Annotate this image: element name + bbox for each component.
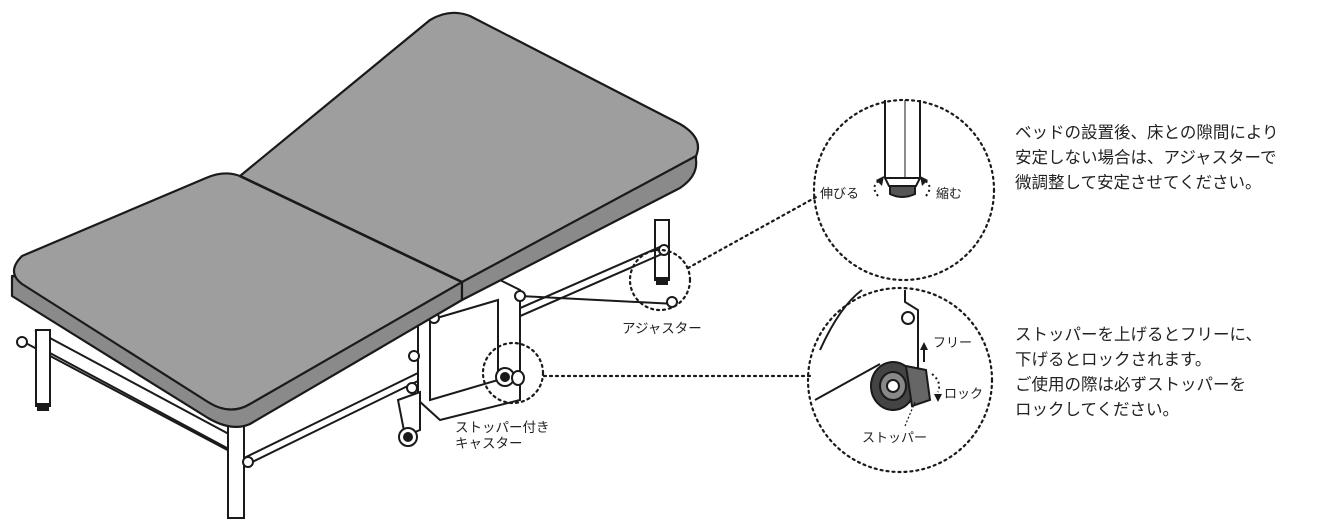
adjuster-zoom-circle bbox=[812, 98, 996, 282]
caster-wheel-middle bbox=[495, 367, 525, 387]
caster-label-line2: キャスター bbox=[455, 436, 523, 452]
stopper-label: ストッパー bbox=[862, 431, 927, 446]
bed-frame bbox=[16, 219, 678, 519]
caster-detail bbox=[814, 289, 942, 427]
adjuster-leader-line bbox=[686, 194, 820, 270]
mattress bbox=[10, 11, 700, 429]
adjuster-marker-circle bbox=[628, 248, 692, 312]
free-label: フリー bbox=[933, 336, 972, 351]
adjuster-note-line: 微調整して安定させてください。 bbox=[1015, 173, 1262, 192]
callout-markers bbox=[481, 98, 996, 474]
extend-label: 伸びる bbox=[820, 187, 859, 202]
caster-zoom-circle bbox=[806, 286, 994, 474]
caster-label-line1: ストッパー付き bbox=[455, 420, 550, 436]
stopper-pedal bbox=[904, 364, 932, 408]
shrink-label: 縮む bbox=[936, 186, 962, 202]
stopper-note: ストッパーを上げるとフリーに、 下げるとロックされます。 ご使用の際は必ずストッ… bbox=[1015, 322, 1262, 422]
adjuster-note-line: ベッドの設置後、床との隙間により bbox=[1015, 123, 1279, 142]
stopper-note-line: ロックしてください。 bbox=[1015, 400, 1180, 419]
stopper-note-line: ご使用の際は必ずストッパーを bbox=[1015, 375, 1246, 394]
stopper-note-line: ストッパーを上げるとフリーに、 bbox=[1015, 325, 1263, 344]
stopper-note-line: 下げるとロックされます。 bbox=[1015, 350, 1212, 369]
adjuster-label: アジャスター bbox=[622, 321, 702, 337]
caster-wheel-front bbox=[398, 427, 418, 447]
adjuster-detail bbox=[873, 100, 931, 198]
adjuster-note: ベッドの設置後、床との隙間により 安定しない場合は、アジャスターで 微調整して安… bbox=[1015, 120, 1279, 195]
adjuster-note-line: 安定しない場合は、アジャスターで bbox=[1015, 148, 1277, 167]
lock-label: ロック bbox=[944, 387, 983, 402]
caster-marker-circle bbox=[481, 341, 545, 405]
